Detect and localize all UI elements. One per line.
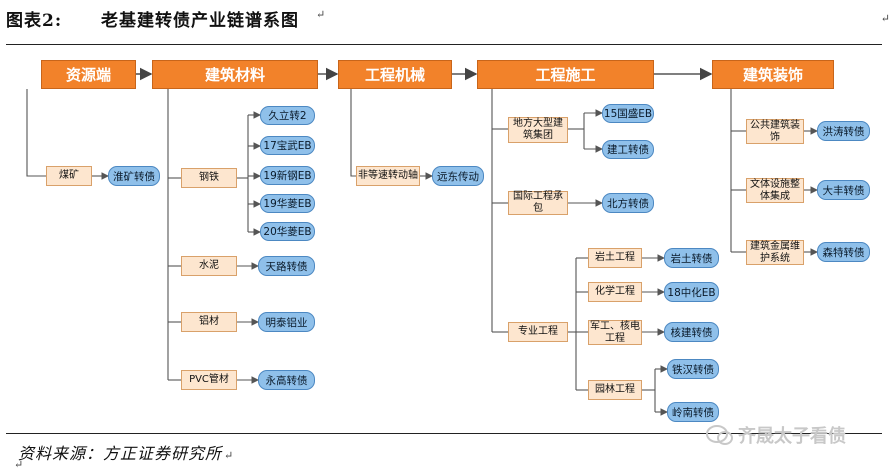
- stage-construction: 工程施工: [477, 60, 654, 89]
- company-beifang: 北方转债: [602, 193, 654, 213]
- source-text: 资料来源：方正证券研究所: [18, 444, 223, 463]
- category-intl-contract: 国际工程承包: [508, 191, 568, 215]
- source-note: 资料来源：方正证券研究所↵: [18, 440, 234, 464]
- company-yuanfang: 远东传动: [432, 166, 484, 186]
- company-senta: 森特转债: [817, 242, 870, 262]
- wechat-icon: [706, 425, 733, 445]
- company-zhonghua: 18中化EB: [664, 282, 719, 302]
- stage-engineering-machinery: 工程机械: [338, 60, 452, 89]
- bottom-rule: [6, 433, 882, 434]
- company-huaikuang: 淮矿转债: [108, 166, 160, 186]
- category-steel: 钢铁: [181, 168, 237, 188]
- stage-resource: 资源端: [41, 60, 136, 89]
- category-aluminum: 铝材: [181, 312, 237, 332]
- company-tiehan: 铁汉转债: [667, 359, 719, 379]
- figure-title: 图表2: 老基建转债产业链谱系图 ↵: [6, 6, 325, 31]
- category-cement: 水泥: [181, 256, 237, 276]
- stage-decoration: 建筑装饰: [712, 60, 834, 89]
- company-yantu: 岩土转债: [664, 248, 719, 268]
- category-culture-sports: 文体设施整体集成: [746, 178, 804, 203]
- company-xingang: 19新钢EB: [260, 166, 315, 185]
- category-pvc: PVC管材: [181, 370, 237, 390]
- watermark-text: 齐晟太子看债: [738, 426, 846, 447]
- company-lingnan: 岭南转债: [667, 402, 719, 422]
- category-garden: 园林工程: [588, 380, 642, 400]
- company-jiangong: 建工转债: [602, 140, 654, 159]
- category-unequal-speed-shaft: 非等速转动轴: [356, 166, 420, 186]
- paragraph-mark-icon: ↵: [880, 12, 890, 25]
- category-public-decoration: 公共建筑装饰: [746, 119, 804, 144]
- company-hongtao: 洪涛转债: [817, 121, 870, 141]
- company-baowu: 17宝武EB: [260, 136, 315, 155]
- company-tianlu: 天路转债: [258, 256, 315, 276]
- category-coal: 煤矿: [46, 166, 92, 186]
- company-hualing-20: 20华菱EB: [260, 222, 315, 241]
- company-guosheng: 15国盛EB: [602, 104, 654, 123]
- category-military-nuclear: 军工、核电工程: [588, 320, 642, 345]
- paragraph-mark-icon: ↵: [316, 8, 327, 21]
- company-yonggao: 永高转债: [258, 370, 315, 390]
- figure-title-text: 老基建转债产业链谱系图: [101, 11, 299, 31]
- category-chemical: 化学工程: [588, 282, 642, 302]
- top-rule: [6, 44, 882, 45]
- stage-building-materials: 建筑材料: [152, 60, 318, 89]
- figure-label: 图表2:: [6, 11, 63, 31]
- company-mingtai: 明泰铝业: [258, 312, 315, 332]
- company-jiuli: 久立转2: [260, 106, 315, 125]
- company-dafeng: 大丰转债: [817, 180, 870, 200]
- paragraph-mark-icon: ↵: [224, 449, 235, 462]
- category-geotech: 岩土工程: [588, 248, 642, 268]
- company-hejian: 核建转债: [664, 322, 719, 342]
- company-hualing-19: 19华菱EB: [260, 194, 315, 213]
- paragraph-mark-icon: ↵: [14, 458, 24, 471]
- category-local-group: 地方大型建筑集团: [508, 117, 568, 143]
- category-metal-enclosure: 建筑金属维护系统: [746, 240, 804, 265]
- category-special-engineering: 专业工程: [508, 322, 568, 342]
